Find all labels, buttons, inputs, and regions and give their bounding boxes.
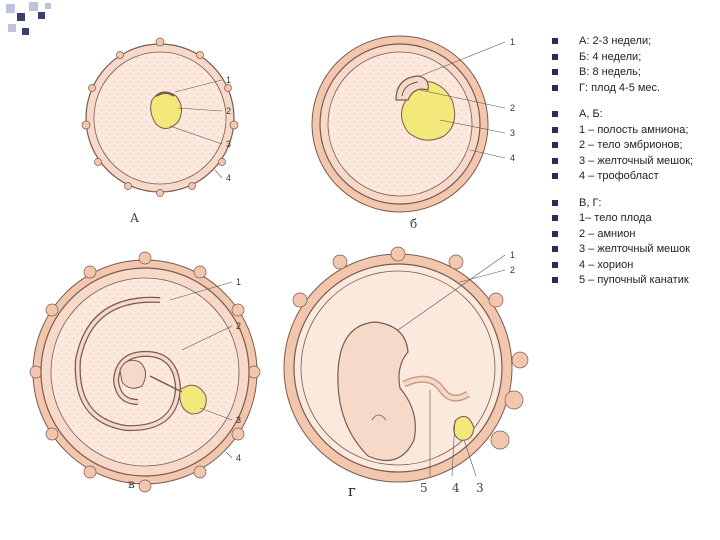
- bullet-icon: [552, 277, 558, 283]
- bullet-icon: [552, 69, 558, 75]
- embryo-figure: 1 2 3 4 А 1 2 3 4 б: [0, 0, 550, 540]
- bullet-icon: [552, 200, 558, 206]
- panel-v: 1 2 3 4 в: [30, 252, 260, 492]
- panel-g: 1 2 5 4 3 г: [284, 247, 528, 500]
- label-b-3: 3: [510, 128, 515, 138]
- label-v-4: 4: [236, 453, 241, 463]
- legend-group-ab: А, Б: 1 – полость амниона; 2 – тело эмбр…: [552, 107, 720, 185]
- legend-text: В: 8 недель;: [579, 66, 641, 78]
- legend-group-vg: В, Г: 1– тело плода 2 – амнион 3 – желто…: [552, 196, 720, 289]
- legend-item: 3 – желточный мешок;: [552, 154, 720, 170]
- legend-item: 3 – желточный мешок: [552, 242, 720, 258]
- bullet-icon: [552, 158, 558, 164]
- legend: А: 2-3 недели; Б: 4 недели; В: 8 недель;…: [552, 34, 720, 300]
- panel-letter-g: г: [348, 482, 356, 500]
- legend-item: 4 – хорион: [552, 258, 720, 274]
- panel-letter-v: в: [128, 477, 135, 491]
- legend-item: Г: плод 4-5 мес.: [552, 81, 720, 97]
- legend-text: Г: плод 4-5 мес.: [579, 82, 660, 94]
- legend-item: 4 – трофобласт: [552, 169, 720, 185]
- legend-text: А: 2-3 недели;: [579, 35, 651, 47]
- label-v-1: 1: [236, 277, 241, 287]
- legend-text: А, Б:: [579, 108, 603, 120]
- embryo-body: [120, 360, 146, 388]
- label-a-3: 3: [226, 139, 231, 149]
- bullet-icon: [552, 173, 558, 179]
- label-a-4: 4: [226, 173, 231, 183]
- label-a-1: 1: [226, 75, 231, 85]
- bullet-icon: [552, 246, 558, 252]
- legend-item: А, Б:: [552, 107, 720, 123]
- label-g-5: 5: [420, 481, 428, 495]
- label-v-2: 2: [236, 321, 241, 331]
- legend-text: 2 – тело эмбрионов;: [579, 139, 683, 151]
- label-a-2: 2: [226, 106, 231, 116]
- legend-item: В, Г:: [552, 196, 720, 212]
- legend-text: Б: 4 недели;: [579, 51, 641, 63]
- label-g-3: 3: [476, 481, 484, 495]
- bullet-icon: [552, 262, 558, 268]
- yolk-sac: [151, 92, 182, 129]
- legend-item: 1– тело плода: [552, 211, 720, 227]
- legend-item: Б: 4 недели;: [552, 50, 720, 66]
- bullet-icon: [552, 127, 558, 133]
- bullet-icon: [552, 142, 558, 148]
- legend-item: А: 2-3 недели;: [552, 34, 720, 50]
- legend-item: В: 8 недель;: [552, 65, 720, 81]
- label-g-2: 2: [510, 265, 515, 275]
- bullet-icon: [552, 231, 558, 237]
- label-g-1: 1: [510, 250, 515, 260]
- label-b-2: 2: [510, 103, 515, 113]
- bullet-icon: [552, 215, 558, 221]
- label-b-4: 4: [510, 153, 515, 163]
- legend-item: 1 – полость амниона;: [552, 123, 720, 139]
- legend-item: 2 – тело эмбрионов;: [552, 138, 720, 154]
- bullet-icon: [552, 38, 558, 44]
- legend-text: 3 – желточный мешок: [579, 243, 690, 255]
- legend-text: 4 – трофобласт: [579, 170, 659, 182]
- legend-group-stages: А: 2-3 недели; Б: 4 недели; В: 8 недель;…: [552, 34, 720, 96]
- legend-text: 1– тело плода: [579, 212, 652, 224]
- bullet-icon: [552, 54, 558, 60]
- bullet-icon: [552, 85, 558, 91]
- panel-letter-a: А: [130, 211, 139, 225]
- legend-item: 2 – амнион: [552, 227, 720, 243]
- panel-letter-b: б: [410, 217, 417, 231]
- bullet-icon: [552, 111, 558, 117]
- legend-text: 5 – пупочный канатик: [579, 274, 689, 286]
- label-g-4: 4: [452, 481, 460, 495]
- panel-b: 1 2 3 4 б: [312, 36, 515, 231]
- legend-text: 4 – хорион: [579, 259, 633, 271]
- label-v-3: 3: [236, 415, 241, 425]
- legend-text: 2 – амнион: [579, 228, 635, 240]
- label-b-1: 1: [510, 37, 515, 47]
- panel-a: 1 2 3 4 А: [82, 38, 238, 225]
- legend-text: В, Г:: [579, 197, 601, 209]
- legend-text: 1 – полость амниона;: [579, 124, 688, 136]
- legend-item: 5 – пупочный канатик: [552, 273, 720, 289]
- legend-text: 3 – желточный мешок;: [579, 155, 693, 167]
